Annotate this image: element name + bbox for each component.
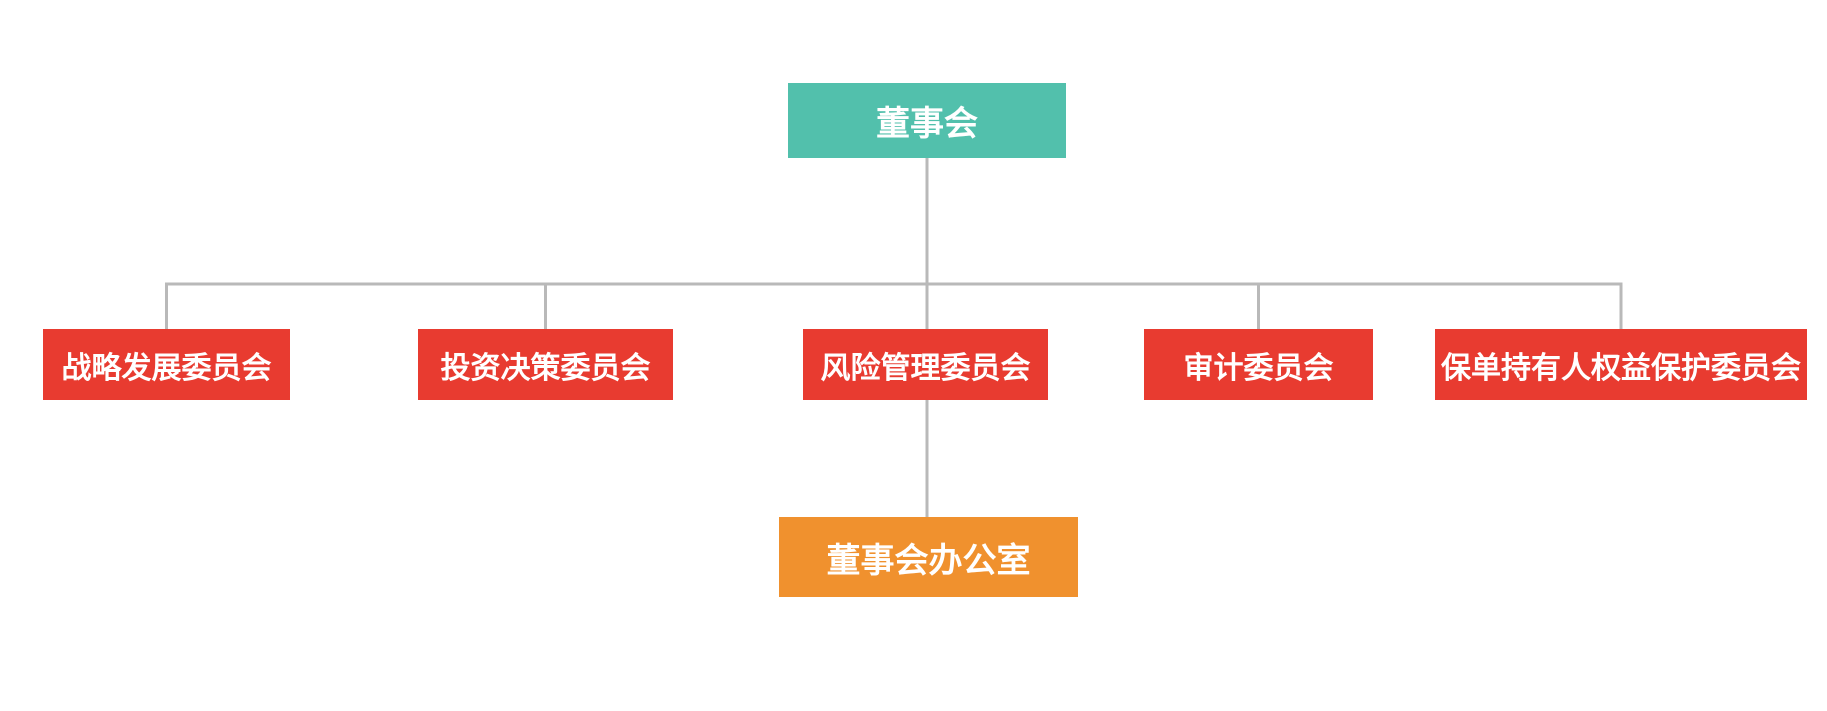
node-investment-decision-committee: 投资决策委员会 [418, 329, 673, 400]
node-audit-label: 审计委员会 [1183, 351, 1334, 385]
node-board-office: 董事会办公室 [779, 517, 1078, 597]
node-policyholder-rights-protection-label: 保单持有人权益保护委员会 [1441, 351, 1801, 385]
node-strategy-development-committee: 战略发展委员会 [43, 329, 290, 400]
node-board: 董事会 [788, 83, 1066, 158]
node-risk-management-label: 风险管理委员会 [820, 351, 1031, 385]
node-risk-management-committee: 风险管理委员会 [803, 329, 1048, 400]
node-investment-decision-label: 投资决策委员会 [440, 351, 651, 385]
node-strategy-development-label: 战略发展委员会 [61, 351, 272, 385]
node-policyholder-rights-protection-committee: 保单持有人权益保护委员会 [1435, 329, 1807, 400]
node-board-office-label: 董事会办公室 [826, 541, 1031, 580]
node-audit-committee: 审计委员会 [1144, 329, 1373, 400]
node-board-label: 董事会 [876, 105, 978, 143]
